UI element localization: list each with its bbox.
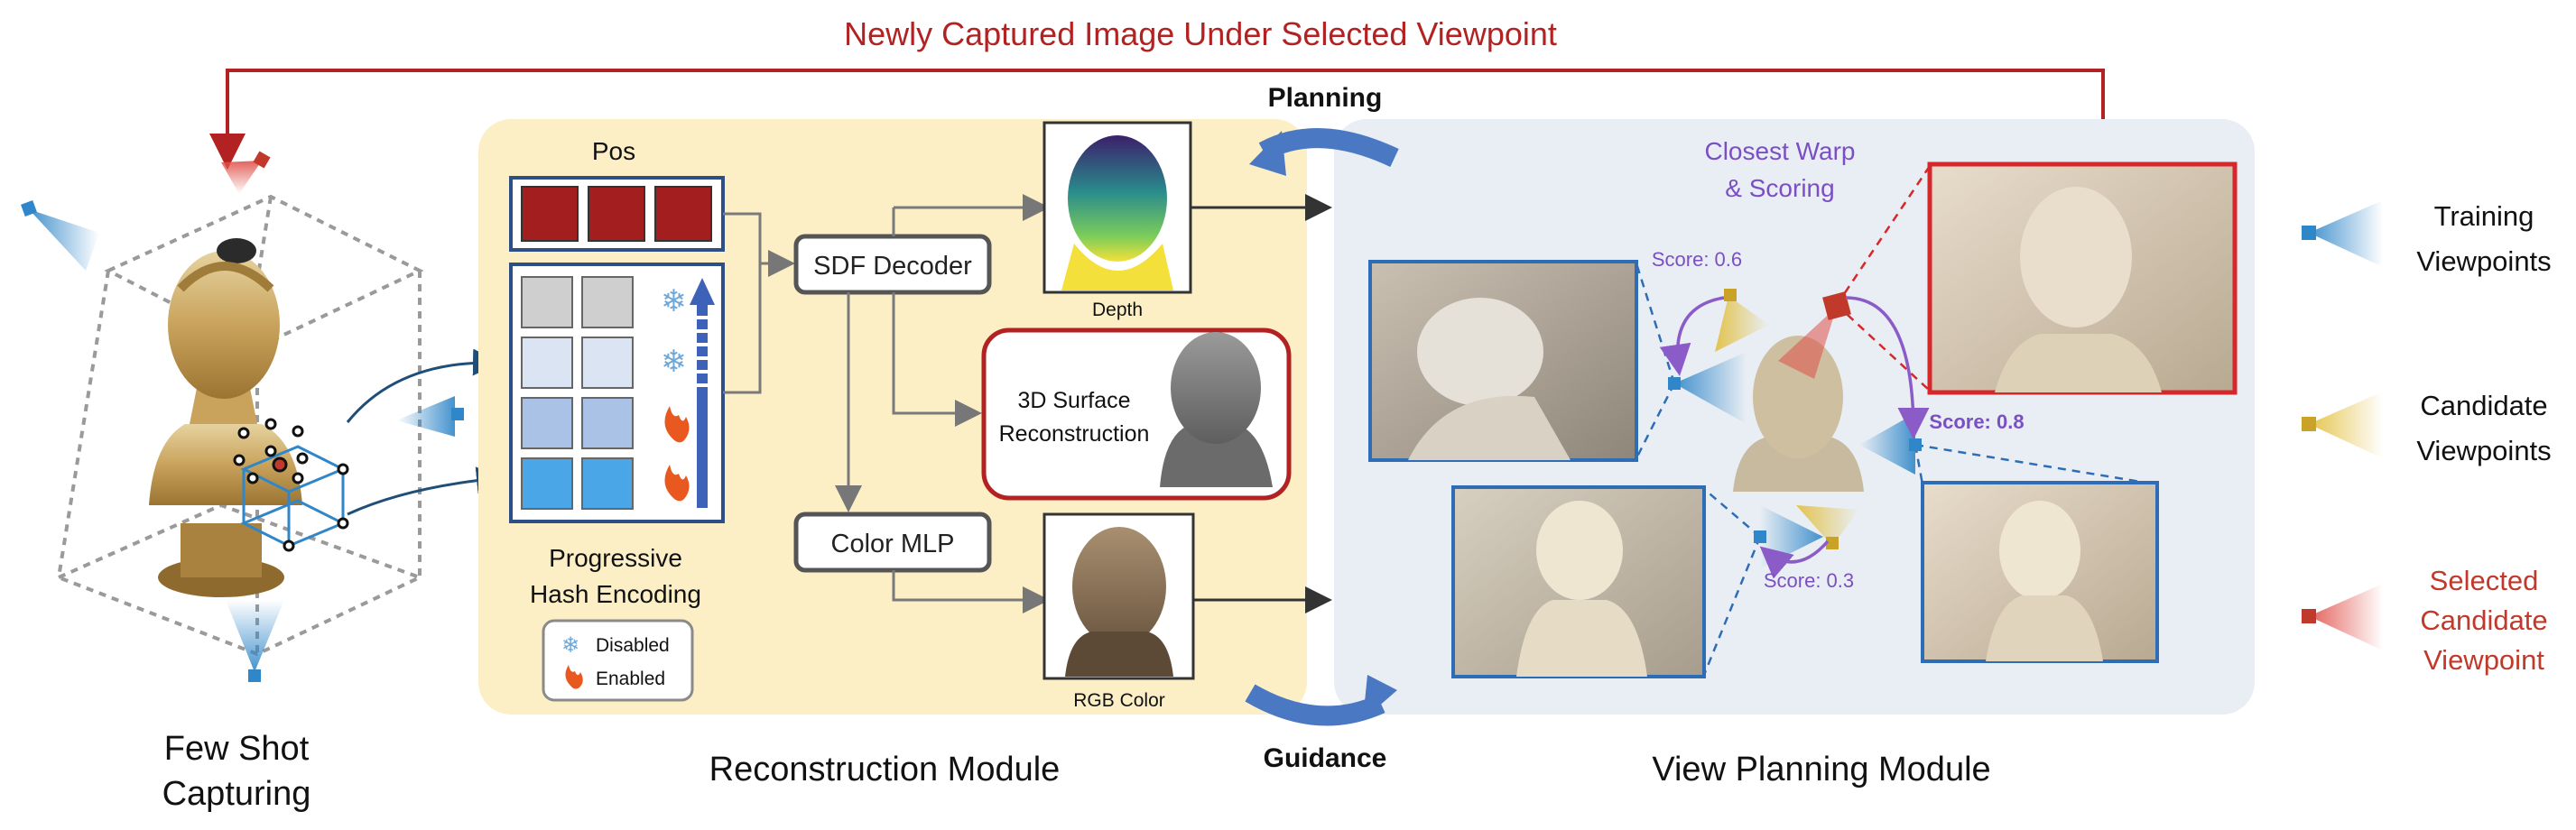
legend-training (2302, 200, 2383, 267)
legend-candidate-1: Candidate (2420, 390, 2547, 421)
color-mlp-label: Color MLP (831, 530, 955, 558)
legend-enabled-label: Enabled (596, 669, 665, 689)
candidate-photo-left (1368, 260, 1638, 462)
rgb-image (1042, 512, 1195, 680)
candidate-photo-right (1921, 481, 2159, 663)
capture-caption-2: Capturing (162, 775, 311, 813)
top-banner-title: Newly Captured Image Under Selected View… (844, 15, 1557, 52)
statue-bust-icon (149, 238, 302, 597)
center-statue (1733, 307, 1864, 492)
reconstruction-module-title: Reconstruction Module (709, 751, 1061, 788)
score-arcs (1659, 296, 1930, 579)
hash-legend: ❄ (542, 619, 694, 702)
gray-mesh-bust (1160, 332, 1273, 487)
selected-marker (1822, 291, 1851, 320)
legend-training-2: Viewpoints (2416, 245, 2551, 277)
progress-arrow-icon (690, 278, 715, 508)
flame-icon (664, 465, 690, 502)
depth-image (1042, 121, 1192, 294)
flame-icon (565, 665, 583, 689)
guidance-label: Guidance (1264, 743, 1387, 773)
planning-arrow (1249, 128, 1399, 176)
planning-label: Planning (1268, 83, 1383, 113)
training-marker (1909, 438, 1922, 451)
hash-label-1: Progressive (549, 544, 682, 572)
candidate-marker (1724, 289, 1737, 301)
training-viewpoint-left (21, 200, 99, 271)
legend-selected-1: Selected (2430, 565, 2539, 596)
pos-label: Pos (592, 137, 635, 165)
encoding-connectors (723, 212, 795, 394)
legend-disabled-label: Disabled (596, 635, 670, 656)
snowflake-icon: ❄ (561, 632, 579, 658)
score-a: Score: 0.6 (1652, 248, 1742, 271)
legend-selected-3: Viewpoint (2423, 644, 2544, 676)
selected-viewpoint-top (221, 151, 271, 194)
surface-label-2: Reconstruction (999, 421, 1150, 447)
score-c: Score: 0.8 (1929, 410, 2024, 433)
sample-points (233, 418, 349, 552)
selected-photo (1927, 161, 2238, 395)
hash-encoding-grid: ❄ ❄ (509, 263, 725, 523)
hash-label-2: Hash Encoding (530, 580, 701, 608)
training-marker (1754, 530, 1766, 543)
training-marker (1668, 377, 1681, 390)
training-viewpoint-bottom (226, 600, 284, 682)
legend-candidate (2302, 392, 2383, 458)
warp-lines (1635, 165, 2158, 676)
candidate-marker (1826, 537, 1839, 549)
warp-scoring-2: & Scoring (1725, 174, 1834, 202)
rgb-label: RGB Color (1073, 690, 1165, 711)
guidance-arrow (1245, 675, 1397, 726)
legend-selected-2: Candidate (2420, 604, 2547, 636)
training-viewpoint-right (396, 396, 464, 437)
depth-label: Depth (1092, 300, 1143, 320)
capture-scene (21, 151, 504, 682)
snowflake-icon: ❄ (661, 344, 687, 380)
sdf-decoder-label: SDF Decoder (813, 252, 972, 281)
warp-scoring-1: Closest Warp (1704, 137, 1855, 165)
surface-label-1: 3D Surface (1017, 388, 1130, 413)
decoder-connectors (835, 194, 1050, 613)
candidate-photo-bottom (1451, 485, 1706, 678)
flame-icon (664, 406, 690, 443)
view-planning-module-title: View Planning Module (1652, 751, 1990, 788)
score-b: Score: 0.3 (1764, 569, 1854, 592)
legend-candidate-2: Viewpoints (2416, 435, 2551, 466)
pos-encoding-block (509, 176, 725, 252)
legend-training-1: Training (2434, 200, 2534, 232)
snowflake-icon: ❄ (661, 283, 687, 319)
capture-caption-1: Few Shot (164, 730, 310, 768)
legend-selected (2302, 584, 2383, 650)
